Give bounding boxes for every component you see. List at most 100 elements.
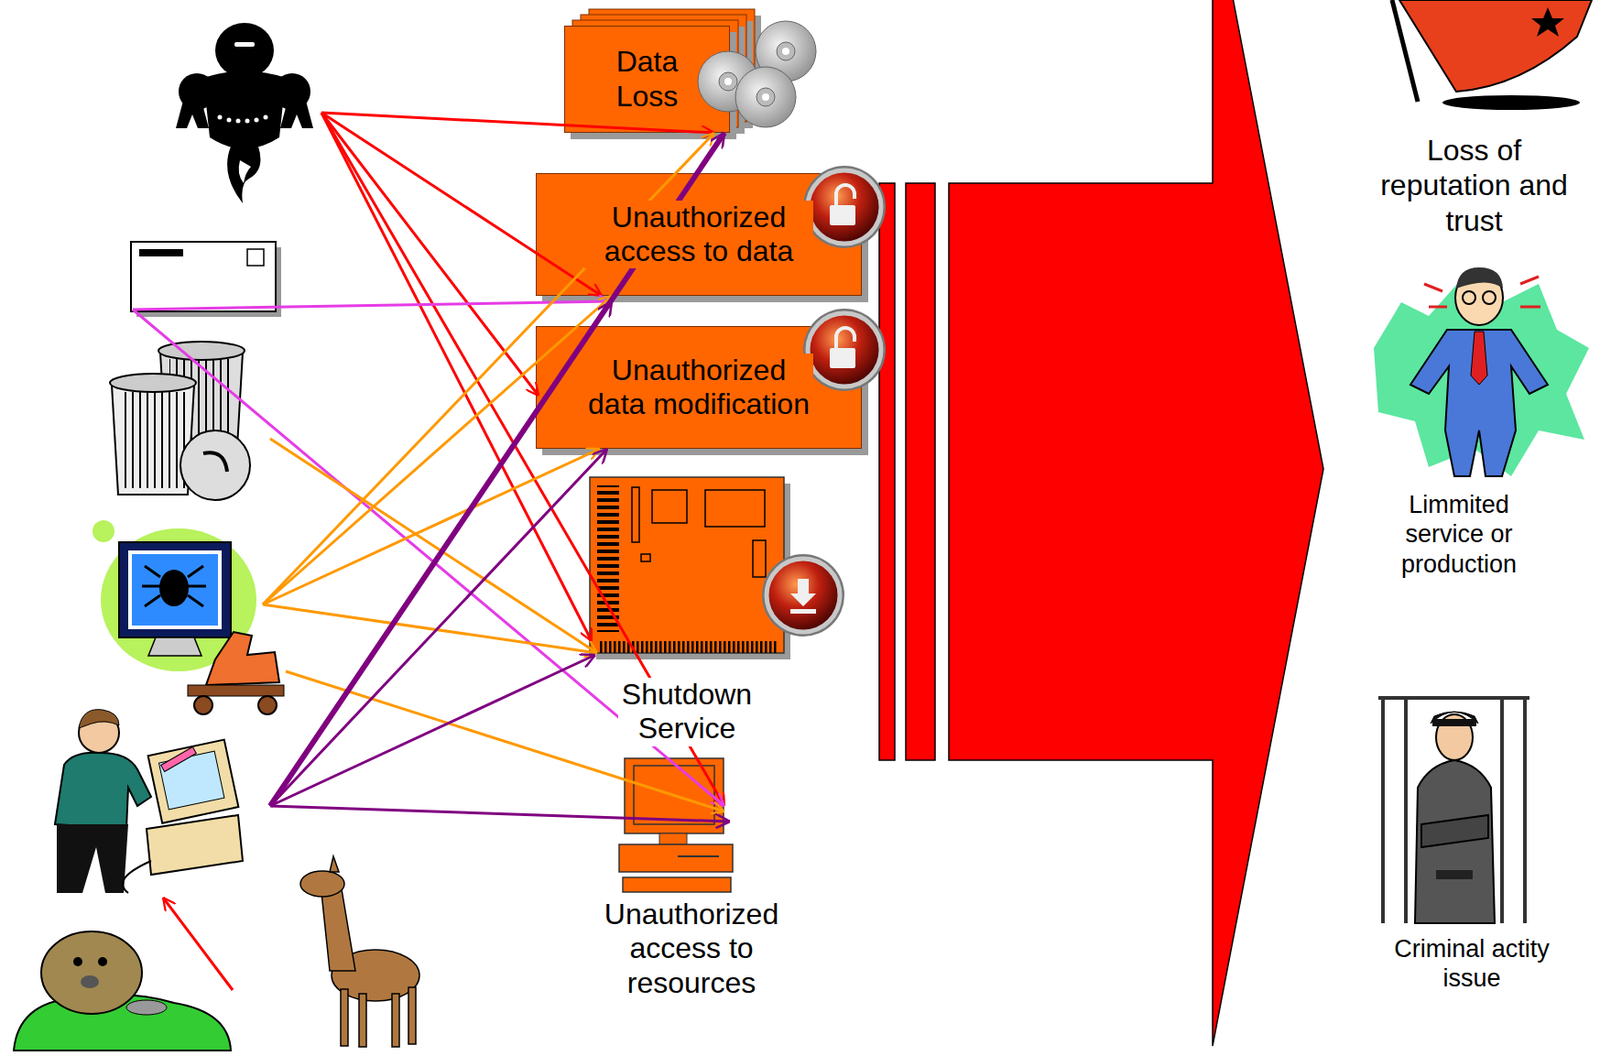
hacker-icon [56,824,129,893]
lock-icon [829,348,856,369]
flag-icon [1392,0,1592,110]
email-icon [130,241,276,312]
cd-discs [718,72,738,91]
stressed-man-icon [1520,305,1541,309]
flag-icon [1399,0,1592,92]
trash-icon [109,341,251,501]
police-icon [1523,696,1527,924]
impact-arrow [905,183,936,761]
virus-computer-icon [148,637,202,656]
threat-arrows [132,301,612,310]
computer-icon [659,833,687,845]
stressed-man-icon [1520,276,1539,284]
download-icon [790,609,817,614]
trash-icon [158,341,245,360]
police-icon [1378,696,1530,700]
robot-icon [245,119,251,124]
impact-arrow [879,183,895,761]
impact-arrow [948,0,1324,1046]
cd-discs [761,93,770,101]
llama-icon [391,993,400,1047]
virus-computer-icon [128,550,222,630]
circuit-board [752,540,766,577]
circuit-board [705,489,765,527]
threat-arrows [321,112,539,396]
robot-icon [263,115,269,120]
llama-icon [340,989,349,1046]
cd-discs [782,47,790,55]
threat-arrows [270,132,730,822]
virus-computer-icon [92,520,115,543]
email-icon [247,249,264,266]
robot-icon [280,100,314,129]
robot-icon [215,22,274,78]
mole-icon [97,957,108,967]
hacker-icon [148,740,240,824]
threat-arrows [262,448,600,605]
llama-icon [300,870,345,897]
lock-icon [803,165,886,249]
mole-icon [13,931,231,1051]
computer-icon [619,844,733,872]
police-icon [1421,815,1489,848]
email-icon [139,249,184,257]
robot-icon [236,119,241,124]
virus-computer-icon [141,565,207,607]
threat-arrows [270,132,725,806]
computer-icon [677,855,719,858]
llama-icon [408,987,416,1045]
circuit-board [589,477,791,660]
police-icon [1378,696,1530,924]
impact-caption: Limmited service or production [1390,489,1528,579]
mole-icon [73,957,83,967]
virus-computer-icon [119,542,231,638]
robot-icon [227,118,232,123]
lock-icon [807,170,882,244]
cd-discs [724,77,732,86]
mole-icon [41,931,142,1014]
mole-icon [80,975,99,989]
node-text: Unauthorized access to resources [586,897,797,1001]
download-icon [761,554,845,637]
stressed-man-icon [1462,291,1476,305]
flag-icon [1531,7,1565,37]
lock-icon [803,308,886,392]
threat-arrows [262,132,715,605]
node-text: Unauthorized access to data [584,200,814,270]
trash-icon [109,373,196,392]
lock-icon [836,185,855,206]
llama-icon [329,856,339,872]
download-icon [761,554,845,637]
llama-icon [300,856,420,1047]
police-icon [1378,696,1530,924]
lock-icon [836,327,855,349]
circuit-board [599,641,779,654]
cd-discs [776,42,795,61]
hacker-icon [78,709,120,729]
virus-computer-icon [194,696,213,715]
stressed-man-icon [1482,291,1496,305]
lock-icon [803,165,886,249]
threat-arrows [270,448,608,806]
computer-node: Unauthorized access to resources [586,754,797,1008]
virus-computer-icon [141,565,207,607]
hacker-icon [148,740,240,824]
robot-icon [239,160,251,184]
threat-arrows [132,309,725,806]
robot-icon [217,115,223,120]
circuit-board [652,489,687,523]
virus-computer-icon [206,631,280,686]
stressed-man-icon [1424,283,1443,292]
robot-icon [254,118,260,123]
robot-icon [234,42,255,47]
hacker-icon [146,815,243,875]
stressed-man-icon [1456,267,1503,289]
circuit-board [641,554,651,562]
threat-arrows [262,604,598,654]
